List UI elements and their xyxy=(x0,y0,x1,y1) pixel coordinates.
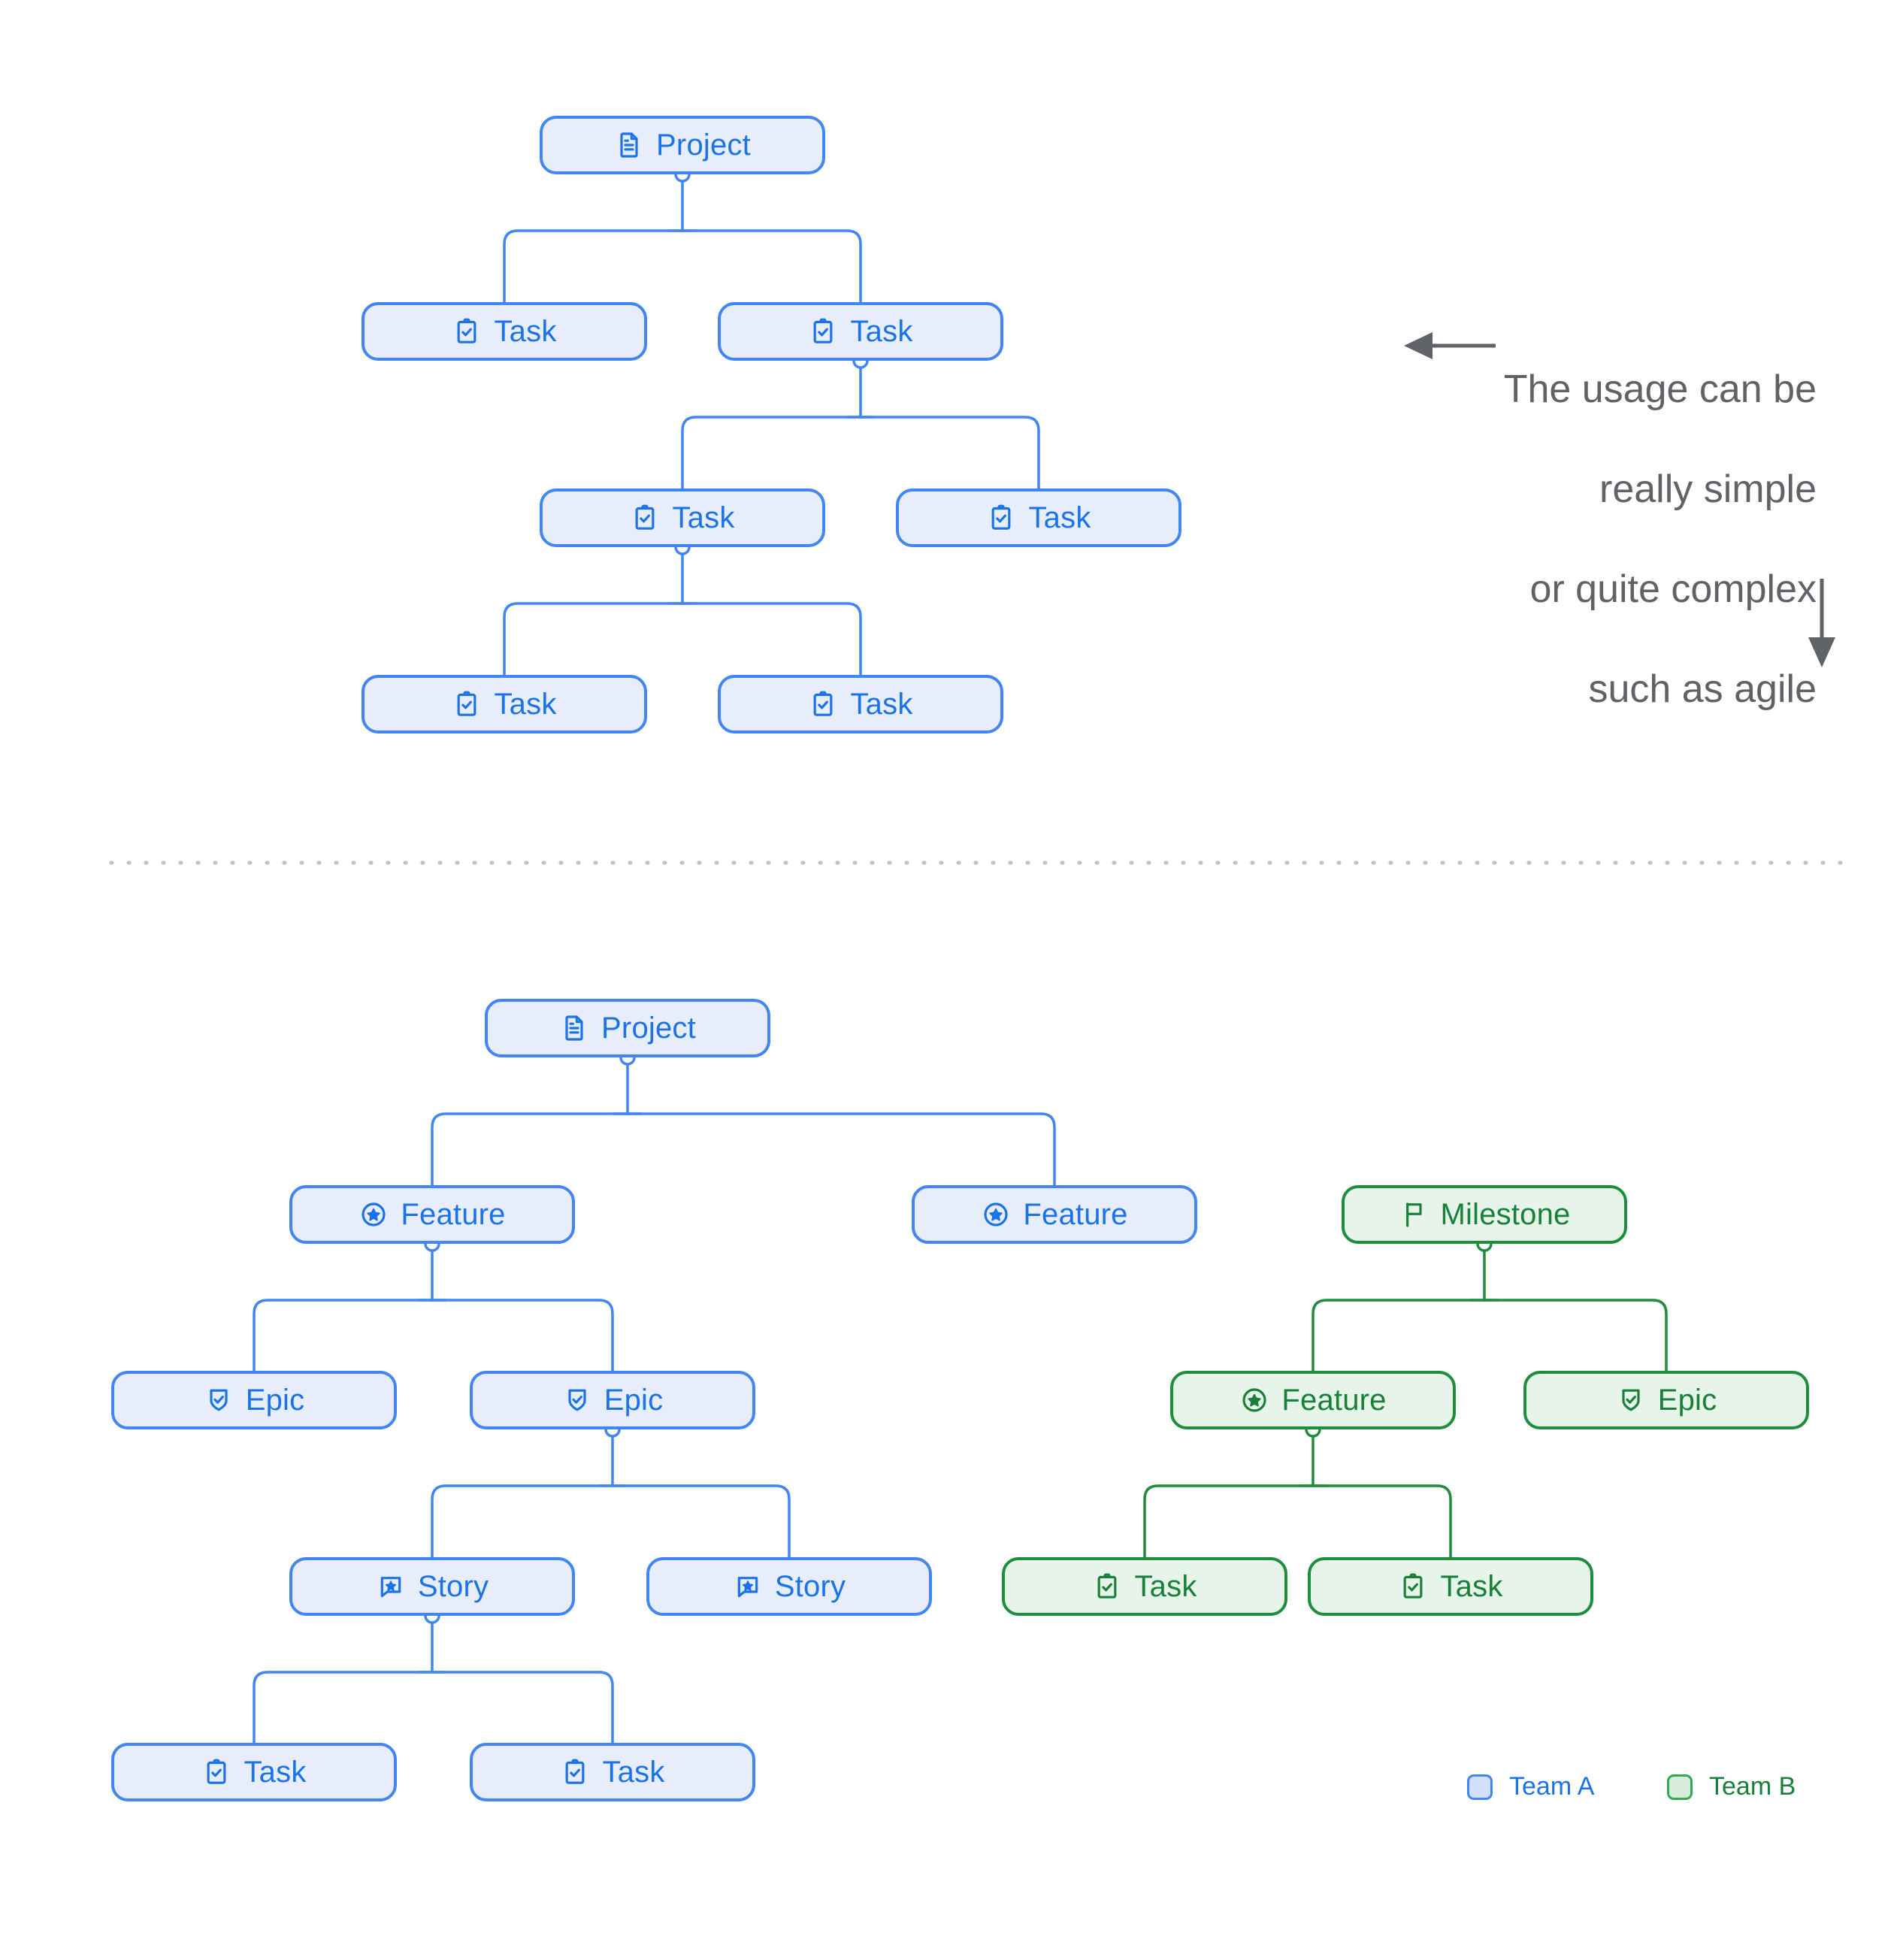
task-clipboard-icon xyxy=(808,316,838,346)
connector-line xyxy=(626,1112,1056,1187)
connector-line xyxy=(1312,1299,1486,1372)
square-swatch-icon xyxy=(1467,1774,1493,1800)
connector-line xyxy=(503,229,684,304)
connector-line xyxy=(681,602,862,676)
node-a-feature-1[interactable]: Feature xyxy=(289,1185,575,1244)
feature-star-icon xyxy=(1239,1385,1269,1415)
story-bubble-icon xyxy=(376,1571,406,1602)
task-clipboard-icon xyxy=(986,503,1016,533)
node-s-task-1[interactable]: Task xyxy=(362,302,647,361)
node-label: Task xyxy=(850,688,913,721)
node-label: Task xyxy=(602,1756,665,1789)
shield-check-icon xyxy=(1616,1385,1646,1415)
connector-line xyxy=(681,416,862,490)
task-clipboard-icon xyxy=(452,689,482,719)
document-icon xyxy=(614,130,644,160)
connector-line xyxy=(1312,1484,1452,1559)
node-label: Task xyxy=(1134,1570,1197,1603)
connector-line xyxy=(431,1299,614,1372)
node-label: Feature xyxy=(401,1198,506,1231)
node-label: Task xyxy=(494,688,557,721)
legend-item-team-a: Team A xyxy=(1467,1772,1594,1801)
connector-line xyxy=(681,229,862,304)
connector-line xyxy=(503,602,684,676)
node-s-task-2[interactable]: Task xyxy=(718,302,1003,361)
node-a-story-1[interactable]: Story xyxy=(289,1557,575,1616)
node-a-milestone[interactable]: Milestone xyxy=(1342,1185,1627,1244)
connector-line xyxy=(1483,1299,1668,1372)
task-clipboard-icon xyxy=(630,503,660,533)
task-clipboard-icon xyxy=(201,1757,231,1787)
node-label: Task xyxy=(494,315,557,348)
node-a-task-g1[interactable]: Task xyxy=(1002,1557,1287,1616)
node-s-task-3[interactable]: Task xyxy=(540,488,825,547)
node-label: Task xyxy=(850,315,913,348)
node-label: Project xyxy=(656,129,751,162)
feature-star-icon xyxy=(359,1199,389,1230)
node-a-epic-1[interactable]: Epic xyxy=(111,1371,397,1429)
node-s-task-6[interactable]: Task xyxy=(718,675,1003,733)
node-label: Epic xyxy=(245,1384,305,1417)
shield-check-icon xyxy=(204,1385,234,1415)
task-clipboard-icon xyxy=(808,689,838,719)
node-a-epic-3[interactable]: Epic xyxy=(1523,1371,1809,1429)
node-label: Feature xyxy=(1281,1384,1387,1417)
connector-line xyxy=(431,1112,629,1187)
task-clipboard-icon xyxy=(1092,1571,1122,1602)
connector-line xyxy=(431,1484,614,1559)
document-icon xyxy=(559,1013,589,1043)
legend-label-team-b: Team B xyxy=(1709,1772,1796,1801)
node-a-epic-2[interactable]: Epic xyxy=(470,1371,755,1429)
legend-item-team-b: Team B xyxy=(1667,1772,1796,1801)
feature-star-icon xyxy=(981,1199,1011,1230)
node-label: Epic xyxy=(604,1384,664,1417)
square-swatch-icon xyxy=(1667,1774,1693,1800)
node-a-feature-3[interactable]: Feature xyxy=(1170,1371,1456,1429)
flag-icon xyxy=(1399,1199,1429,1230)
usage-annotation: The usage can be really simple or quite … xyxy=(1275,314,1817,764)
node-label: Feature xyxy=(1023,1198,1128,1231)
connector-line xyxy=(1143,1484,1315,1559)
connector-line xyxy=(253,1299,434,1372)
node-s-task-4[interactable]: Task xyxy=(896,488,1181,547)
task-clipboard-icon xyxy=(560,1757,590,1787)
annotation-line-2: really simple xyxy=(1599,467,1817,511)
node-s-task-5[interactable]: Task xyxy=(362,675,647,733)
node-label: Task xyxy=(672,501,735,534)
node-a-project[interactable]: Project xyxy=(485,999,770,1057)
node-label: Story xyxy=(417,1570,489,1603)
connector-line xyxy=(859,416,1040,490)
node-label: Story xyxy=(774,1570,846,1603)
legend-label-team-a: Team A xyxy=(1509,1772,1595,1801)
node-s-project[interactable]: Project xyxy=(540,116,825,174)
node-label: Project xyxy=(601,1012,696,1045)
node-label: Task xyxy=(244,1756,307,1789)
node-a-task-b1[interactable]: Task xyxy=(111,1743,397,1801)
annotation-line-3: or quite complex xyxy=(1529,567,1817,611)
annotation-line-4: such as agile xyxy=(1588,667,1817,711)
task-clipboard-icon xyxy=(1398,1571,1428,1602)
connector-line xyxy=(253,1671,434,1744)
connector-line xyxy=(431,1671,614,1744)
node-a-task-b2[interactable]: Task xyxy=(470,1743,755,1801)
task-clipboard-icon xyxy=(452,316,482,346)
connector-line xyxy=(611,1484,791,1559)
node-a-task-g2[interactable]: Task xyxy=(1308,1557,1593,1616)
node-label: Milestone xyxy=(1440,1198,1571,1231)
node-label: Epic xyxy=(1657,1384,1717,1417)
shield-check-icon xyxy=(562,1385,592,1415)
node-a-story-2[interactable]: Story xyxy=(646,1557,932,1616)
node-label: Task xyxy=(1440,1570,1503,1603)
node-a-feature-2[interactable]: Feature xyxy=(912,1185,1197,1244)
node-label: Task xyxy=(1028,501,1091,534)
annotation-line-1: The usage can be xyxy=(1503,367,1817,411)
story-bubble-icon xyxy=(733,1571,763,1602)
